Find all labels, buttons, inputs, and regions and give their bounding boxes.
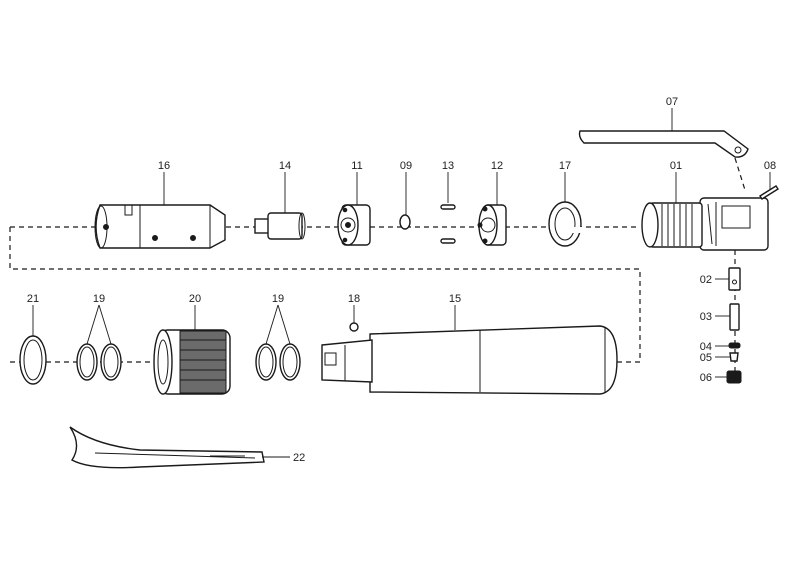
leader-lines [32, 108, 771, 458]
label-17: 17 [559, 160, 571, 172]
label-22: 22 [293, 452, 305, 464]
label-19-right: 19 [272, 293, 284, 305]
label-14: 14 [279, 160, 291, 172]
part-18-ball [349, 322, 359, 332]
valve-stack [726, 267, 742, 384]
label-06: 06 [700, 372, 712, 384]
label-16: 16 [158, 160, 170, 172]
part-22-chisel [69, 426, 265, 469]
label-03: 03 [700, 311, 712, 323]
label-21: 21 [27, 293, 39, 305]
label-09: 09 [400, 160, 412, 172]
part-04-oring [728, 342, 741, 349]
part-06-valve-cap [726, 370, 742, 384]
label-20: 20 [189, 293, 201, 305]
label-01: 01 [670, 160, 682, 172]
part-02-valve-bushing [728, 267, 741, 291]
label-13: 13 [442, 160, 454, 172]
part-labels: 16 14 11 09 13 12 17 01 07 08 02 03 04 0… [27, 96, 776, 464]
part-05-spring [729, 352, 739, 362]
part-15-barrel [321, 325, 618, 395]
part-13-pins [440, 204, 456, 244]
part-08-pin [759, 185, 779, 200]
label-15: 15 [449, 293, 461, 305]
part-12-bearing [477, 204, 507, 246]
part-14-plunger [254, 212, 306, 240]
part-09-ring [399, 214, 411, 230]
label-11: 11 [351, 160, 362, 172]
label-05: 05 [700, 352, 712, 364]
part-16-housing [94, 204, 226, 249]
label-04: 04 [700, 341, 712, 353]
part-21-retainer-ring [19, 335, 47, 385]
part-01-cylinder-head [641, 197, 769, 251]
label-19-left: 19 [93, 293, 105, 305]
part-20-knurled-nut [153, 329, 231, 395]
part-17-split-ring [548, 201, 582, 247]
part-11-gear-hub [337, 204, 371, 246]
label-08: 08 [764, 160, 776, 172]
label-02: 02 [700, 274, 712, 286]
label-18: 18 [348, 293, 360, 305]
label-07: 07 [666, 96, 678, 108]
part-07-trigger [578, 130, 749, 158]
part-19-orings-right [255, 343, 301, 381]
part-03-valve-stem [729, 303, 740, 331]
part-19-orings-left [76, 343, 122, 381]
label-12: 12 [491, 160, 503, 172]
